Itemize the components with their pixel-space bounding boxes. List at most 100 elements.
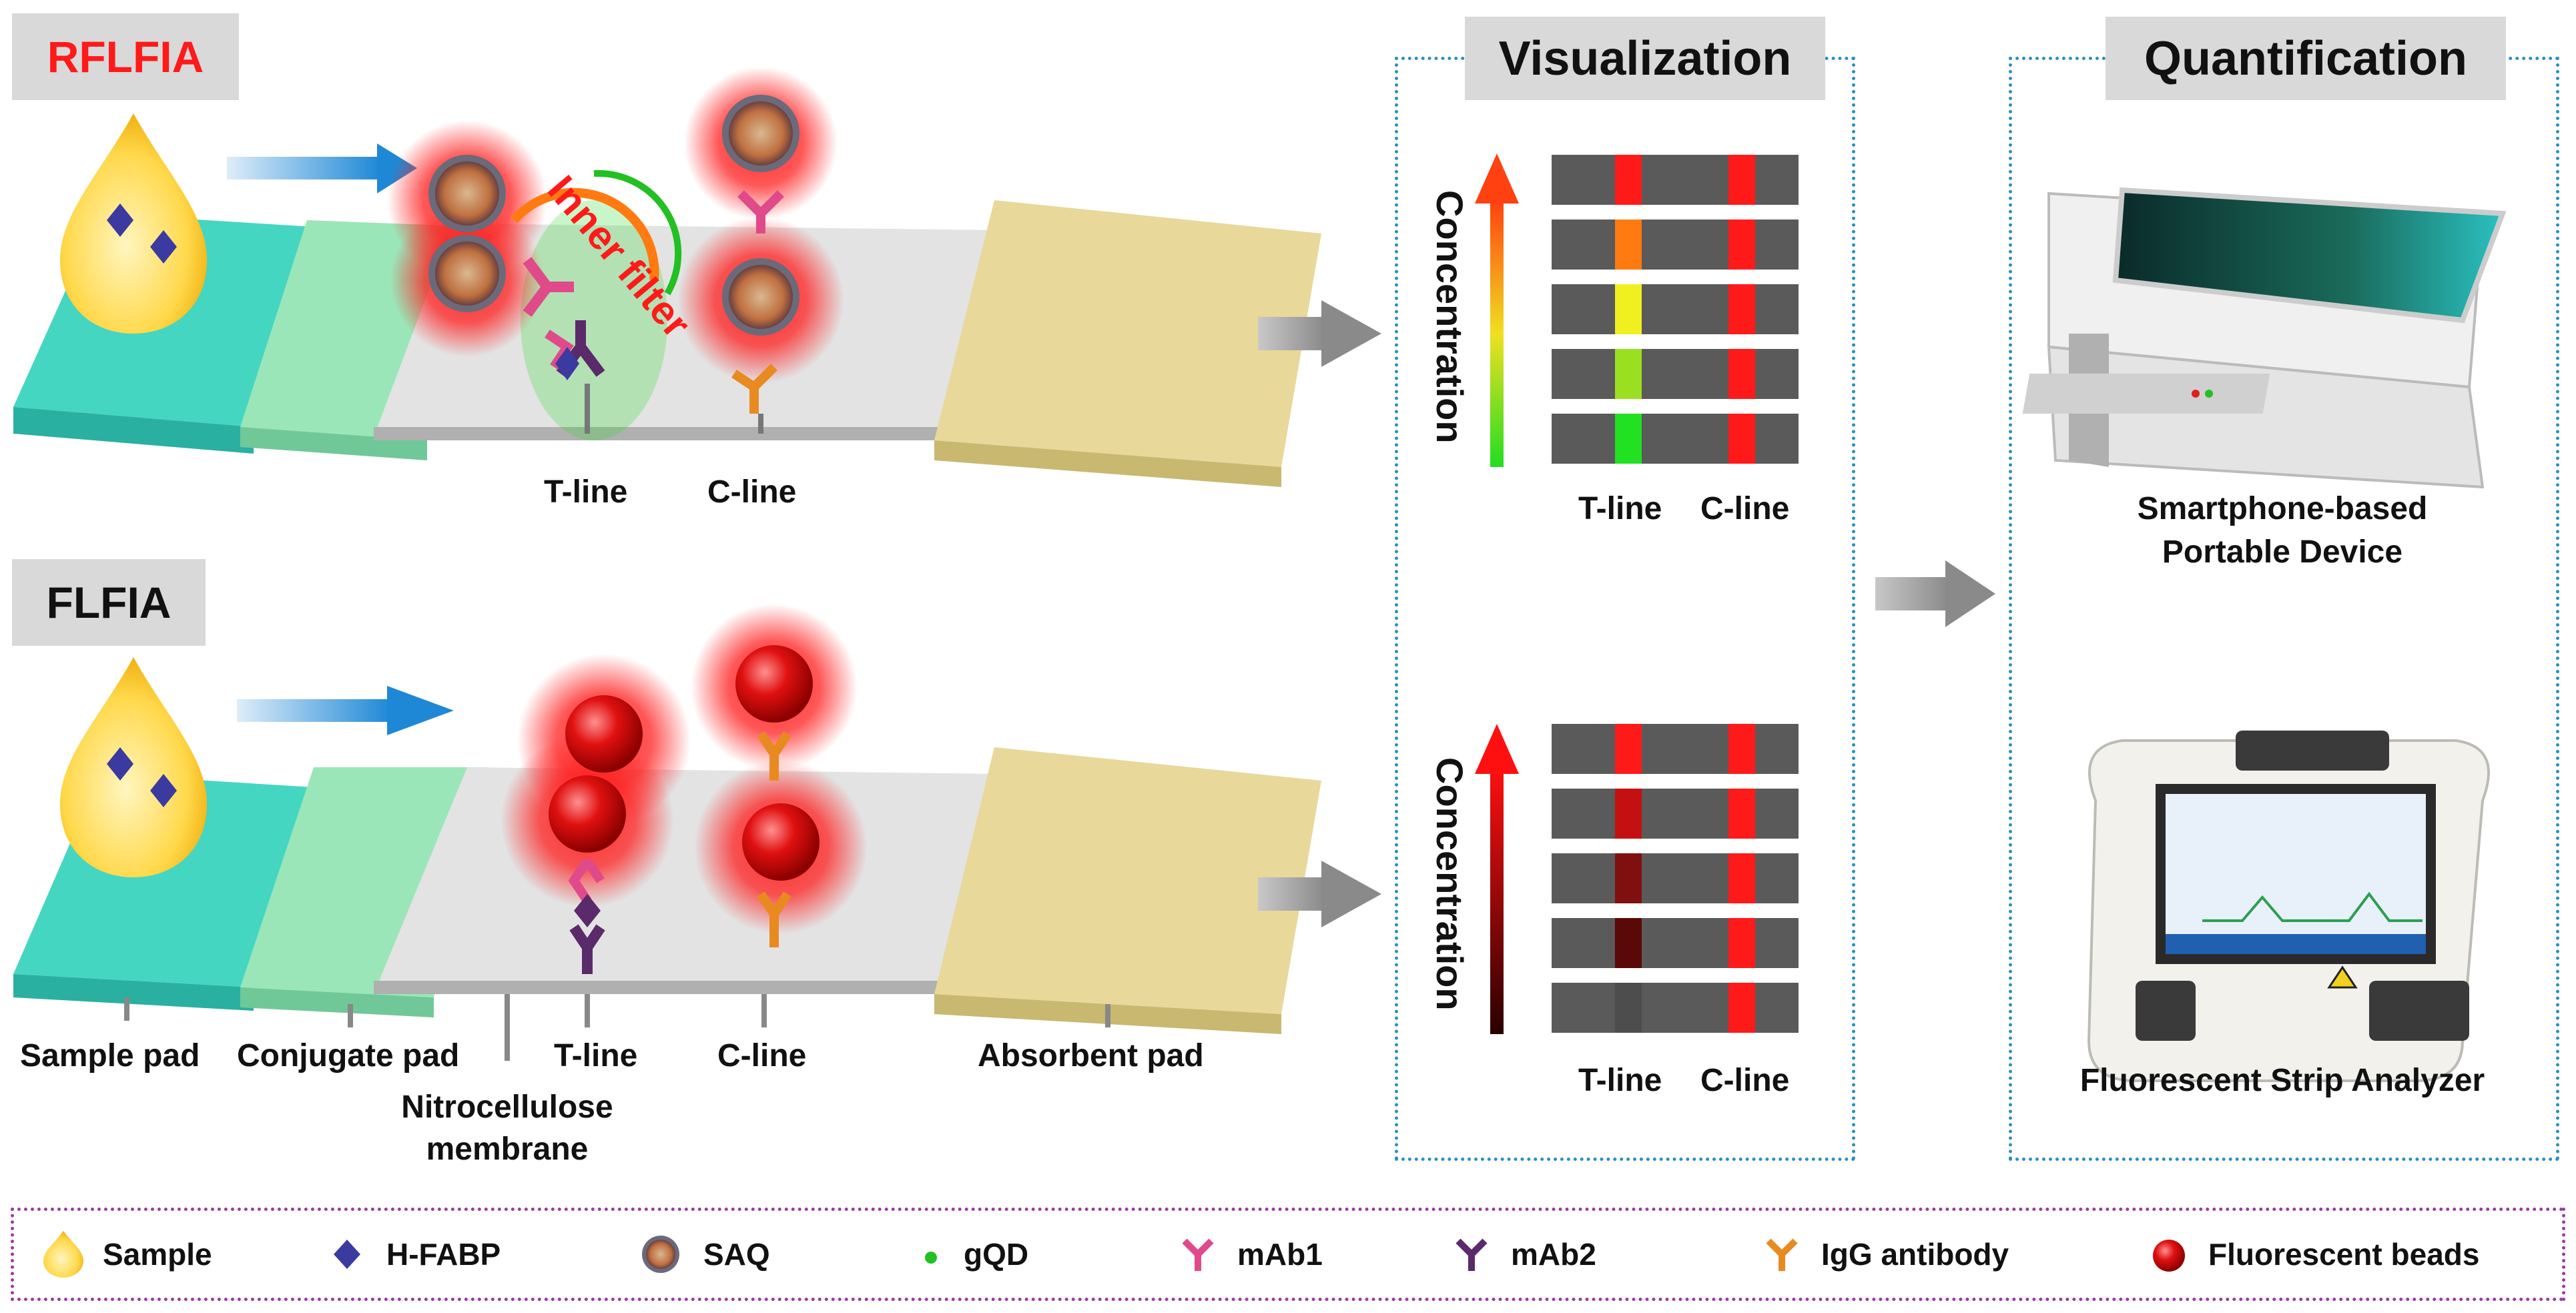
visual-c-line-band	[1728, 853, 1755, 903]
visual-strip-body	[1552, 789, 1799, 839]
visual-t-line-band	[1615, 983, 1642, 1033]
smartphone-device-illustration	[2022, 187, 2507, 489]
gray-arrow-rflfia	[1258, 300, 1381, 367]
visualization-tag-text: Visualization	[1498, 31, 1792, 85]
legend-item-beads: Fluorescent beads	[2190, 1211, 2479, 1298]
visual-c-line-band	[1728, 349, 1755, 399]
visual-t-line-band	[1615, 155, 1642, 205]
membrane-backing-2	[374, 981, 988, 994]
legend-label: gQD	[964, 1237, 1029, 1272]
visual-t-line-band	[1615, 349, 1642, 399]
flfia-tag: FLFIA	[12, 559, 206, 646]
quantification-tag: Quantification	[2106, 17, 2506, 100]
concentration-label-rflfia: Concentration	[1429, 190, 1471, 444]
visual-strip-body	[1552, 983, 1799, 1033]
flfia-strip	[13, 747, 1321, 1034]
visual-c-line-band	[1728, 220, 1755, 270]
concentration-arrow-flfia	[1475, 724, 1519, 1034]
absorbent-pad-2	[934, 747, 1321, 1014]
visual-c-line-band	[1728, 724, 1755, 774]
sample-pad-side	[13, 407, 254, 454]
vis-rflfia-t-line-label: T-line	[1578, 491, 1662, 526]
membrane-label: membrane	[426, 1132, 589, 1167]
legend-item-mab2: mAb2	[1492, 1211, 1596, 1298]
inner-filter-arc	[510, 169, 682, 296]
visual-strip-row	[1552, 918, 1799, 968]
rflfia-t-line-label: T-line	[544, 474, 628, 510]
rflfia-c-line-complex	[677, 67, 844, 434]
rflfia-t-line-complex	[387, 120, 667, 440]
visual-strip-row	[1552, 414, 1799, 464]
membrane-backing	[374, 427, 988, 440]
legend-label: mAb1	[1237, 1237, 1323, 1272]
visual-t-line-band	[1615, 789, 1642, 839]
legend-label: SAQ	[703, 1237, 770, 1272]
gray-arrow-quant	[1875, 560, 1995, 627]
legend-label: mAb2	[1511, 1237, 1596, 1272]
visual-strip-body	[1552, 220, 1799, 270]
flfia-visual-strips	[1552, 724, 1799, 1033]
device2-label: Fluorescent Strip Analyzer	[2079, 1063, 2485, 1098]
legend-item-saq: SAQ	[685, 1211, 770, 1298]
visual-strip-row	[1552, 284, 1799, 334]
strip-label-ticks	[124, 994, 1110, 1061]
gray-arrow-flfia	[1258, 861, 1381, 927]
visualization-tag: Visualization	[1465, 17, 1825, 100]
vis-rflfia-c-line-label: C-line	[1700, 491, 1790, 526]
visual-c-line-band	[1728, 918, 1755, 968]
conjugate-pad-side	[240, 427, 427, 460]
rflfia-strip	[13, 200, 1321, 487]
visual-c-line-band	[1728, 789, 1755, 839]
visual-t-line-band	[1615, 918, 1642, 968]
visual-c-line-band	[1728, 414, 1755, 464]
visual-strip-body	[1552, 155, 1799, 205]
sample-pad-2-side	[13, 974, 254, 1011]
device1-label-line2: Portable Device	[2162, 534, 2403, 570]
visual-strip-body	[1552, 918, 1799, 968]
legend-icons	[43, 1231, 2185, 1278]
sample-pad-label: Sample pad	[20, 1038, 200, 1073]
visual-c-line-band	[1728, 284, 1755, 334]
visual-t-line-band	[1615, 414, 1642, 464]
sample-drop-2	[60, 657, 207, 877]
visual-strip-row	[1552, 349, 1799, 399]
rflfia-c-line-label: C-line	[707, 474, 797, 510]
rflfia-tag: RFLFIA	[12, 13, 239, 100]
quantification-tag-text: Quantification	[2144, 31, 2467, 85]
sample-drop-1	[60, 113, 207, 334]
rflfia-tag-text: RFLFIA	[47, 32, 204, 81]
absorbent-pad-side	[934, 440, 1281, 487]
legend-label: H-FABP	[386, 1237, 501, 1272]
quantification-panel	[2009, 57, 2559, 1161]
visual-strip-body	[1552, 853, 1799, 903]
flfia-t-line-label: T-line	[554, 1038, 638, 1073]
legend-item-gqd: gQD	[945, 1211, 1028, 1298]
visual-strip-row	[1552, 155, 1799, 205]
strip-analyzer-illustration	[2087, 731, 2490, 1082]
flow-arrow-2	[237, 686, 454, 735]
flfia-t-line-complex	[501, 654, 691, 974]
visual-strip-row	[1552, 724, 1799, 774]
visual-c-line-band	[1728, 155, 1755, 205]
visual-strip-row	[1552, 789, 1799, 839]
visual-strip-body	[1552, 284, 1799, 334]
visual-strip-body	[1552, 414, 1799, 464]
legend-item-h-fabp: H-FABP	[368, 1211, 501, 1298]
flfia-c-line-label: C-line	[717, 1038, 807, 1073]
legend-item-sample: Sample	[84, 1211, 212, 1298]
nitrocellulose-membrane-2	[374, 767, 1001, 994]
visual-t-line-band	[1615, 220, 1642, 270]
flfia-tag-text: FLFIA	[46, 578, 172, 627]
device1-label-line1: Smartphone-based	[2137, 491, 2428, 526]
nitrocellulose-label: Nitrocellulose	[401, 1089, 613, 1125]
flfia-c-line-complex	[691, 604, 868, 947]
legend-box: Sample H-FABP SAQ gQD mAb1 mAb2 IgG anti…	[11, 1208, 2565, 1301]
legend-label: Sample	[103, 1237, 212, 1272]
visual-strip-row	[1552, 983, 1799, 1033]
legend-label: IgG antibody	[1821, 1237, 2009, 1272]
visual-strip-row	[1552, 220, 1799, 270]
visual-strip-body	[1552, 349, 1799, 399]
concentration-label-flfia: Concentration	[1429, 757, 1471, 1011]
legend-item-igg: IgG antibody	[1803, 1211, 2009, 1298]
